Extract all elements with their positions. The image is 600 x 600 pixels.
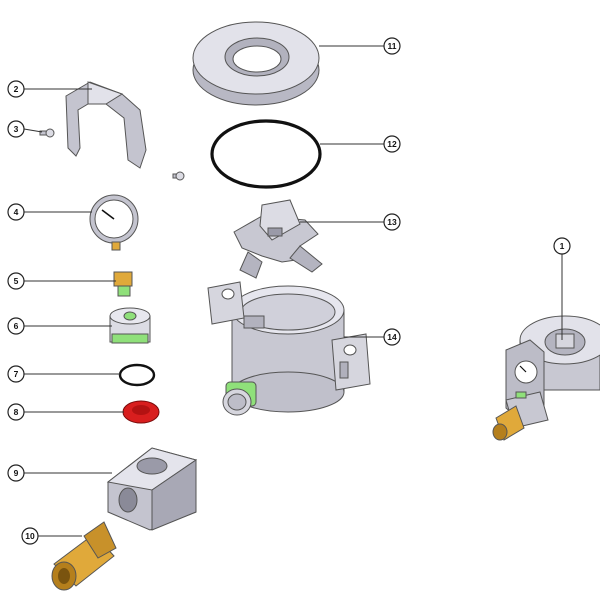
callout-label: 14 bbox=[387, 332, 397, 342]
callout-label: 4 bbox=[14, 207, 19, 217]
callout-11: 11 bbox=[383, 37, 401, 55]
callout-label: 13 bbox=[387, 217, 397, 227]
callout-9: 9 bbox=[7, 464, 25, 482]
part-bracket bbox=[65, 81, 147, 169]
callout-3: 3 bbox=[7, 120, 25, 138]
part-manifold-block bbox=[106, 447, 198, 531]
callout-label: 10 bbox=[25, 531, 35, 541]
part-brass-fitting bbox=[51, 521, 117, 591]
part-main-housing bbox=[207, 281, 371, 416]
callout-label: 7 bbox=[14, 369, 19, 379]
callout-10: 10 bbox=[21, 527, 39, 545]
part-pressure-gauge bbox=[89, 194, 139, 251]
part-assembled-unit bbox=[492, 315, 600, 441]
callout-label: 12 bbox=[387, 139, 397, 149]
leader-lines bbox=[23, 45, 563, 537]
part-flange-ring bbox=[192, 21, 320, 106]
callout-label: 6 bbox=[14, 321, 19, 331]
part-brass-nipple bbox=[113, 271, 133, 297]
callout-5: 5 bbox=[7, 272, 25, 290]
callout-label: 8 bbox=[14, 407, 19, 417]
part-reducing-plug bbox=[109, 307, 151, 344]
callout-12: 12 bbox=[383, 135, 401, 153]
part-screw bbox=[39, 128, 55, 138]
callout-7: 7 bbox=[7, 365, 25, 383]
callout-label: 11 bbox=[388, 41, 397, 51]
part-red-cap bbox=[122, 400, 160, 424]
callout-label: 1 bbox=[560, 241, 565, 251]
callout-6: 6 bbox=[7, 317, 25, 335]
callout-13: 13 bbox=[383, 213, 401, 231]
callout-1: 1 bbox=[553, 237, 571, 255]
callout-label: 2 bbox=[14, 84, 19, 94]
part-small-o-ring bbox=[118, 363, 156, 387]
callout-14: 14 bbox=[383, 328, 401, 346]
part-large-o-ring bbox=[210, 119, 322, 189]
callout-label: 3 bbox=[14, 124, 19, 134]
part-cross-insert bbox=[233, 199, 323, 279]
part-screw-loose bbox=[172, 171, 185, 181]
callout-label: 9 bbox=[14, 468, 19, 478]
callout-2: 2 bbox=[7, 80, 25, 98]
callout-8: 8 bbox=[7, 403, 25, 421]
leader-3 bbox=[23, 128, 43, 133]
callout-4: 4 bbox=[7, 203, 25, 221]
callout-label: 5 bbox=[14, 276, 19, 286]
